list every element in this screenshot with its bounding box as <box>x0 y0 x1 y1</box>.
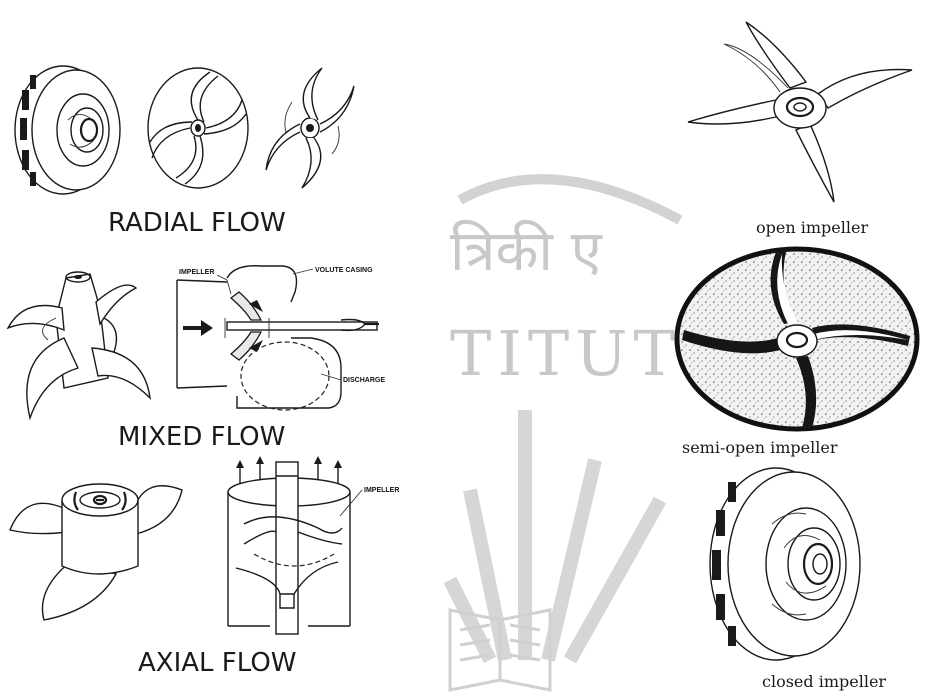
discharge-callout: DISCHARGE <box>343 377 385 384</box>
mixed-flow-label: MIXED FLOW <box>118 422 285 452</box>
open-impeller-drawing <box>680 8 920 208</box>
mixed-impeller-callout: IMPELLER <box>179 269 214 276</box>
closed-impeller-drawing <box>702 464 880 664</box>
semi-open-impeller-label: semi-open impeller <box>682 438 837 457</box>
axial-flow-label: AXIAL FLOW <box>138 648 297 678</box>
axial-pump-section-drawing: IMPELLER <box>214 458 414 638</box>
institute-seal-watermark: त्रिकी ए TITUT <box>430 160 700 696</box>
semi-open-impeller-drawing <box>672 244 922 434</box>
closed-impeller-label: closed impeller <box>762 672 886 691</box>
volute-casing-callout: VOLUTE CASING <box>315 267 373 274</box>
axial-impeller-callout: IMPELLER <box>364 487 399 494</box>
radial-vaned-disc-drawing <box>140 62 258 192</box>
open-impeller-label: open impeller <box>756 218 868 237</box>
radial-open-vanes-drawing <box>262 62 358 192</box>
mixed-flow-impeller-drawing <box>4 268 154 428</box>
radial-closed-impeller-drawing <box>8 60 138 200</box>
watermark-text-line2: TITUT <box>450 317 681 390</box>
radial-flow-label: RADIAL FLOW <box>108 208 286 238</box>
watermark-text-line1: त्रिकी ए <box>450 219 603 284</box>
mixed-flow-pump-section-drawing: IMPELLER VOLUTE CASING DISCHARGE <box>165 258 385 418</box>
axial-propeller-drawing <box>6 470 196 625</box>
